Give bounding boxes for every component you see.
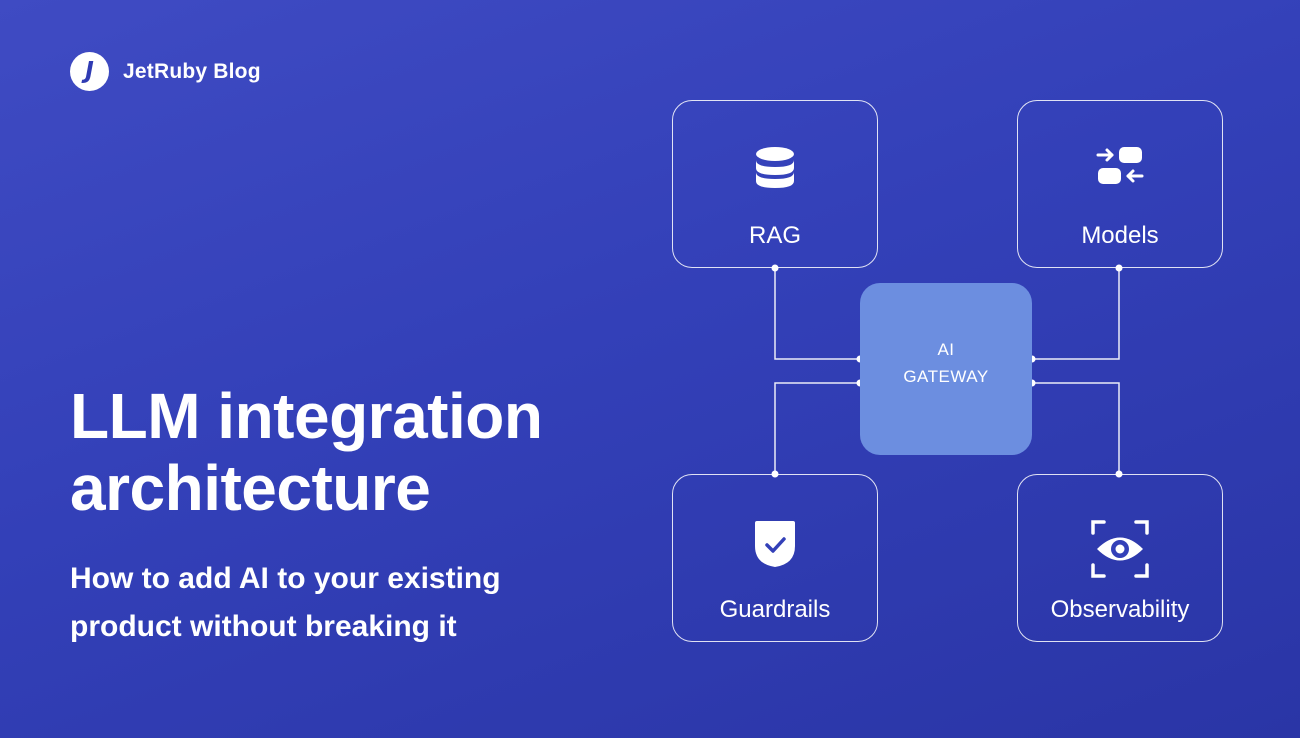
- gateway-label-line-1: AI: [937, 340, 955, 359]
- title-line-2: architecture: [70, 452, 431, 524]
- gateway-label-line-2: GATEWAY: [903, 367, 989, 386]
- title-line-1: LLM integration: [70, 380, 543, 452]
- page-subtitle: How to add AI to your existing product w…: [70, 555, 501, 651]
- brand-name: JetRuby Blog: [123, 59, 261, 83]
- connector-rag: [774, 268, 860, 360]
- connector-guardrails: [774, 382, 860, 474]
- database-icon: [756, 147, 794, 188]
- connector-models: [1032, 268, 1120, 360]
- guardrails-label: Guardrails: [719, 596, 831, 623]
- connector-dot: [771, 264, 779, 272]
- guardrails-node[interactable]: Guardrails: [672, 474, 878, 642]
- swap-arrows-icon: [1096, 147, 1144, 184]
- eye-scan-icon: [1091, 520, 1149, 578]
- brand-logo-icon: J: [70, 52, 109, 91]
- observability-label: Observability: [1050, 596, 1190, 623]
- observability-node[interactable]: Observability: [1017, 474, 1223, 642]
- connector-observability: [1032, 382, 1120, 474]
- models-label: Models: [1081, 222, 1159, 249]
- brand-logo-letter: J: [85, 58, 94, 84]
- connector-dot: [1115, 264, 1123, 272]
- page-title: LLM integration architecture: [70, 380, 543, 524]
- brand[interactable]: J JetRuby Blog: [70, 52, 261, 91]
- subtitle-line-1: How to add AI to your existing: [70, 562, 501, 595]
- rag-node[interactable]: RAG: [672, 100, 878, 268]
- shield-check-icon: [755, 521, 795, 567]
- models-node[interactable]: Models: [1017, 100, 1223, 268]
- rag-label: RAG: [748, 222, 801, 249]
- subtitle-line-2: product without breaking it: [70, 610, 457, 643]
- ai-gateway-node[interactable]: AI GATEWAY: [860, 283, 1032, 455]
